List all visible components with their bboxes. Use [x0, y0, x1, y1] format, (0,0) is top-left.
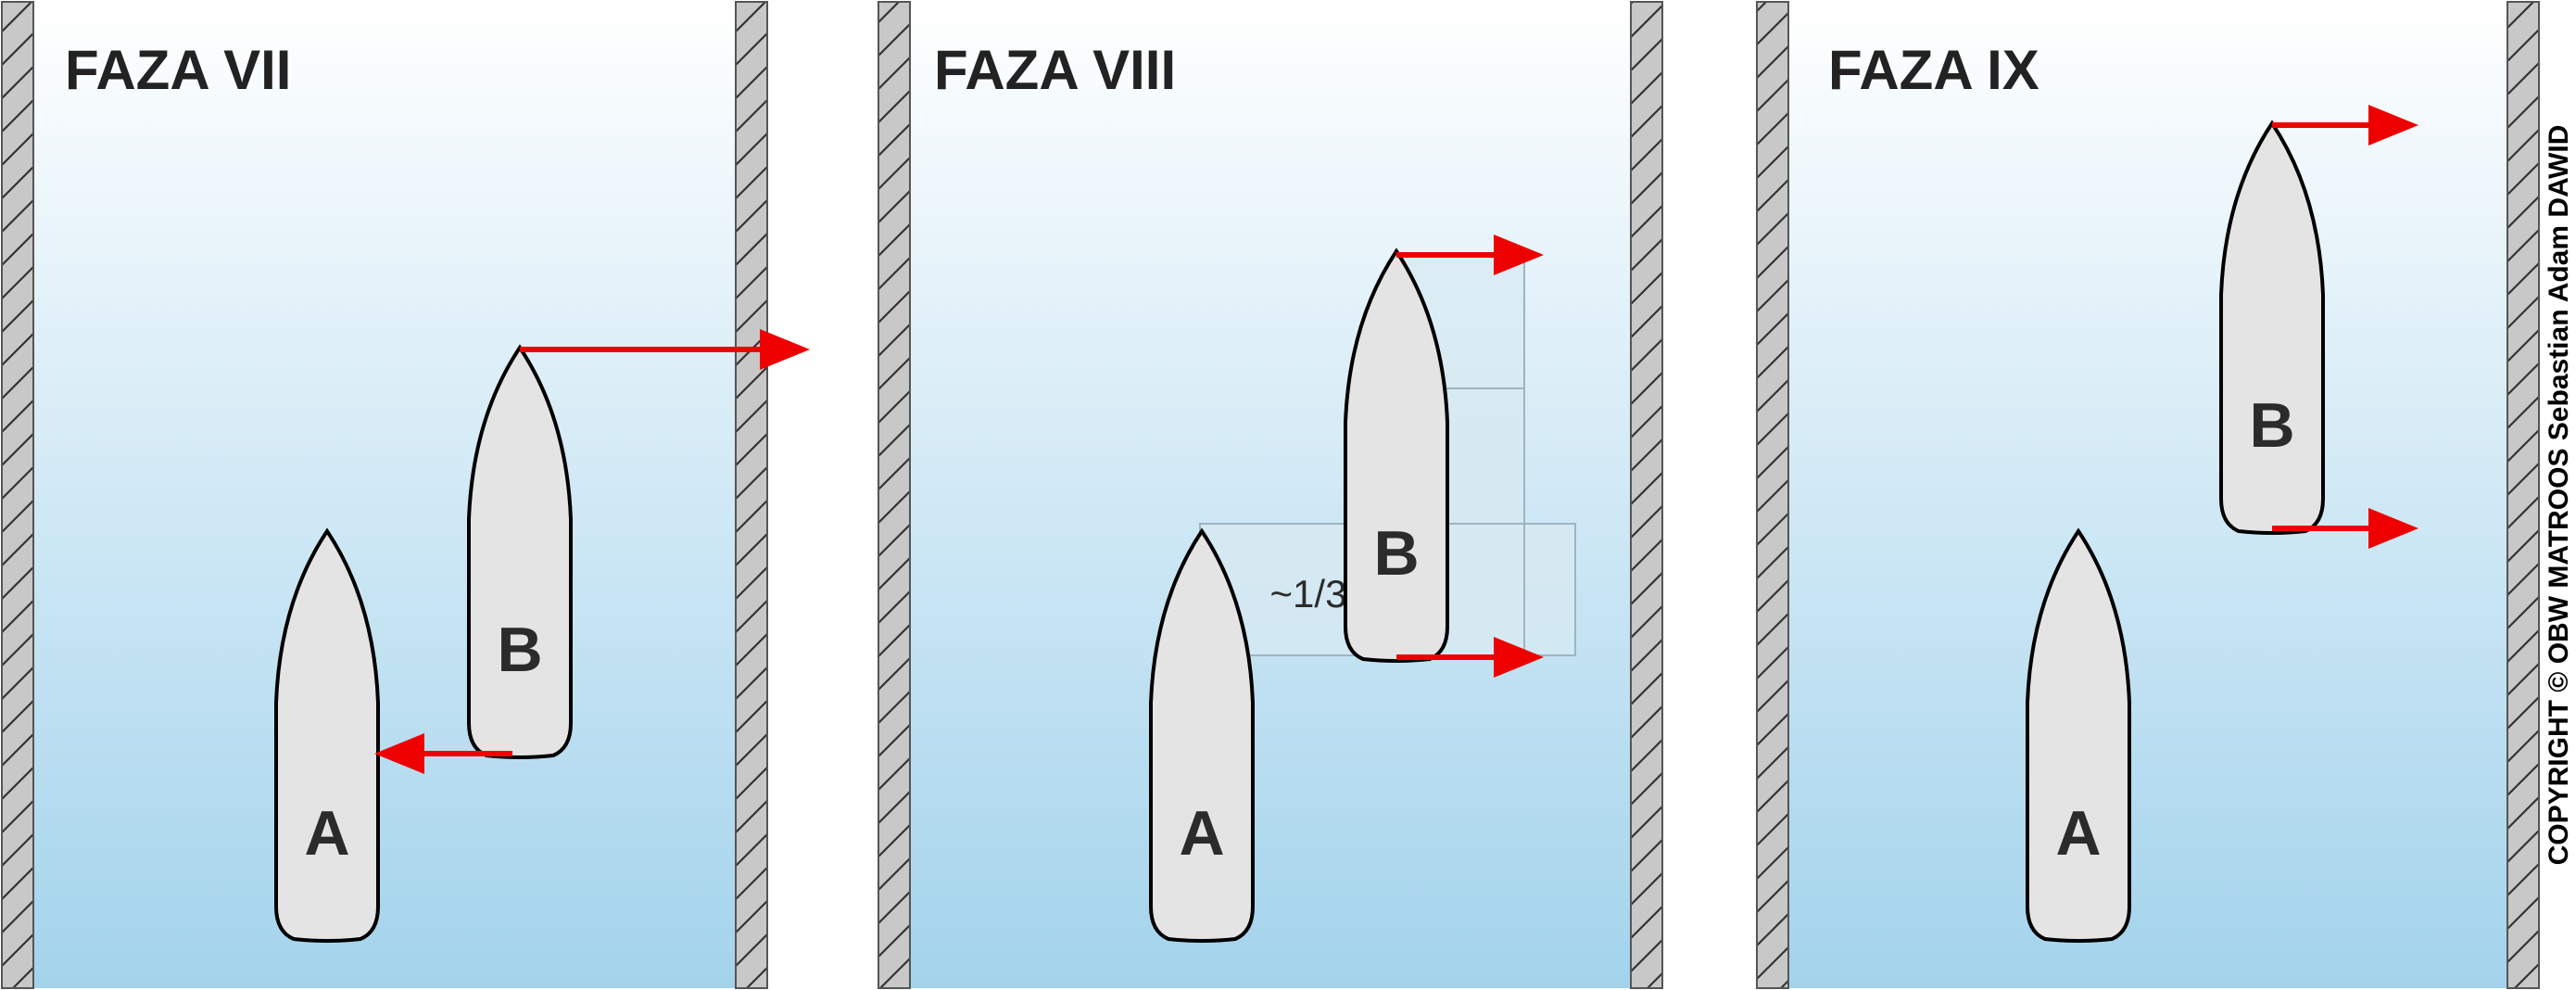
wall-left	[1, 1, 34, 989]
arrow-right-icon	[1396, 637, 1544, 678]
boat-b: B	[467, 344, 573, 759]
boat-label: B	[2249, 390, 2294, 461]
boat-b: B	[1344, 248, 1449, 663]
boat-icon	[274, 527, 380, 943]
wall-left	[878, 1, 911, 989]
phase-title: FAZA VIII	[934, 39, 1176, 101]
boat-icon	[1344, 248, 1449, 663]
panel-phase-8: FAZA VIII ~1/3 A B	[878, 1, 1663, 989]
panel-phase-9: FAZA IX A B	[1756, 1, 2540, 989]
boat-label: B	[1373, 518, 1419, 589]
arrow-right-icon	[1396, 235, 1544, 275]
copyright-text: COPYRIGHT © OBW MATROOS Sebastian Adam D…	[2544, 125, 2574, 866]
boat-label: B	[497, 615, 542, 685]
water-area	[33, 2, 736, 988]
boat-label: A	[1179, 798, 1224, 869]
boat-a: A	[1149, 527, 1255, 943]
wall-right	[1630, 1, 1663, 989]
overlap-label: ~1/3	[1270, 572, 1347, 616]
arrow-left-icon	[374, 733, 512, 774]
wall-right	[735, 1, 768, 989]
arrow-right-icon	[520, 329, 810, 370]
water-area	[1788, 2, 2507, 988]
boat-a: A	[2026, 527, 2131, 943]
boat-icon	[2219, 120, 2325, 535]
wall-left	[1756, 1, 1789, 989]
boat-label: A	[2055, 798, 2101, 869]
arrow-right-icon	[2272, 508, 2418, 549]
boat-b: B	[2219, 120, 2325, 535]
boat-icon	[1149, 527, 1255, 943]
boat-label: A	[304, 798, 349, 869]
arrow-right-icon	[2272, 105, 2418, 146]
boat-icon	[467, 344, 573, 759]
boat-a: A	[274, 527, 380, 943]
phase-title: FAZA VII	[65, 39, 291, 101]
wall-right	[2507, 1, 2540, 989]
phase-title: FAZA IX	[1828, 39, 2039, 101]
boat-icon	[2026, 527, 2131, 943]
panel-phase-7: FAZA VII A B	[1, 1, 810, 989]
